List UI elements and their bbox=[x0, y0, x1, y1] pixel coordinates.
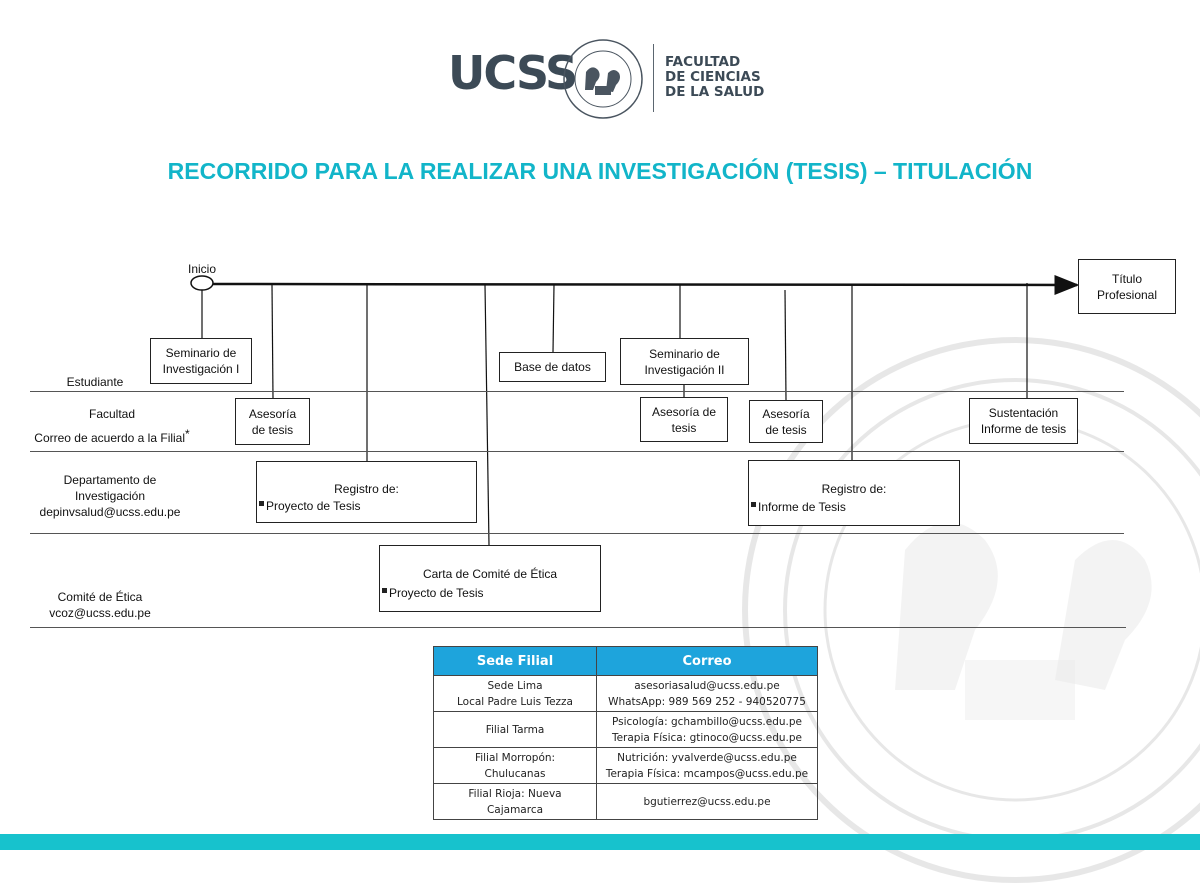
seminario-1-line-1: Seminario de bbox=[165, 346, 237, 360]
faculty-name: FACULTAD DE CIENCIAS DE LA SALUD bbox=[665, 55, 764, 100]
sede-line-2: Chulucanas bbox=[484, 767, 546, 780]
registro-informe-item: Informe de Tesis bbox=[751, 499, 846, 515]
seminario-2-line-1: Seminario de bbox=[649, 346, 720, 361]
sede-cell: Filial Morropón: Chulucanas bbox=[433, 747, 597, 784]
carta-comite-item: Proyecto de Tesis bbox=[382, 585, 484, 601]
base-datos-label: Base de datos bbox=[514, 360, 591, 374]
sede-cell: Filial Tarma bbox=[433, 711, 597, 748]
header-divider bbox=[653, 44, 654, 112]
table-row: Filial Morropón: Chulucanas Nutrición: yv… bbox=[433, 747, 818, 784]
table-header-row: Sede Filial Correo bbox=[433, 646, 818, 676]
lane-facultad-email-note: Correo de acuerdo a la Filial* bbox=[22, 426, 202, 446]
bullet-square bbox=[259, 501, 264, 506]
asesoria-1-line-2: de tesis bbox=[251, 422, 294, 437]
asesoria-1-box: Asesoría de tesis bbox=[235, 398, 310, 445]
sede-line-2: Local Padre Luis Tezza bbox=[457, 695, 573, 708]
correo-line-2: WhatsApp: 989 569 252 - 940520775 bbox=[608, 695, 806, 708]
titulo-profesional-box: Título Profesional bbox=[1078, 259, 1176, 314]
correo-line-1: bgutierrez@ucss.edu.pe bbox=[643, 795, 771, 808]
registro-proyecto-item: Proyecto de Tesis bbox=[259, 498, 361, 514]
asterisk-mark: * bbox=[185, 427, 190, 441]
sede-line-1: Filial Rioja: Nueva bbox=[468, 787, 562, 800]
lane-separator bbox=[30, 451, 1124, 452]
sede-line-2: Cajamarca bbox=[486, 803, 544, 816]
asesoria-2-box: Asesoría de tesis bbox=[640, 397, 728, 442]
correo-line-2: Terapia Física: gtinoco@ucss.edu.pe bbox=[611, 731, 803, 744]
column-header-correo: Correo bbox=[596, 646, 818, 676]
lane-depto-email: depinvsalud@ucss.edu.pe bbox=[39, 505, 181, 519]
registro-proyecto-title: Registro de: bbox=[334, 482, 399, 496]
lane-depto-line-1: Departamento de bbox=[63, 473, 157, 487]
asesoria-3-line-1: Asesoría bbox=[762, 406, 810, 421]
lane-facultad: Facultad Correo de acuerdo a la Filial* bbox=[22, 406, 202, 446]
faculty-line-2: DE CIENCIAS bbox=[665, 69, 761, 85]
seminario-2-line-2: Investigación II bbox=[644, 362, 725, 377]
carta-comite-title: Carta de Comité de Ética bbox=[422, 567, 558, 581]
correo-line-2: Terapia Física: mcampos@ucss.edu.pe bbox=[605, 767, 809, 780]
bullet-square bbox=[751, 502, 756, 507]
lane-comite-email: vcoz@ucss.edu.pe bbox=[49, 606, 151, 620]
page-title: RECORRIDO PARA LA REALIZAR UNA INVESTIGA… bbox=[167, 158, 1033, 184]
titulo-line-1: Título bbox=[1111, 271, 1142, 286]
sede-line-1: Filial Tarma bbox=[485, 723, 545, 736]
sustentacion-line-2: Informe de tesis bbox=[980, 422, 1067, 436]
correo-line-1: Nutrición: yvalverde@ucss.edu.pe bbox=[617, 751, 797, 764]
seminario-2-box: Seminario de Investigación II bbox=[620, 338, 749, 385]
bottom-accent-bar bbox=[0, 834, 1200, 850]
asesoria-3-line-2: de tesis bbox=[765, 422, 807, 437]
lane-facultad-note-text: Correo de acuerdo a la Filial bbox=[34, 431, 186, 445]
lane-estudiante: Estudiante bbox=[66, 375, 124, 389]
lane-comite: Comité de Ética vcoz@ucss.edu.pe bbox=[40, 589, 160, 621]
bullet-square bbox=[382, 588, 387, 593]
start-label: Inicio bbox=[188, 262, 217, 276]
lane-comite-title: Comité de Ética bbox=[57, 590, 143, 604]
seminario-1-line-2: Investigación I bbox=[162, 362, 240, 376]
lane-departamento: Departamento de Investigación depinvsalu… bbox=[30, 472, 190, 520]
base-datos-box: Base de datos bbox=[499, 352, 606, 382]
registro-informe-item-text: Informe de Tesis bbox=[758, 500, 846, 514]
asesoria-1-line-1: Asesoría bbox=[248, 406, 297, 421]
registro-informe-box: Registro de: Informe de Tesis bbox=[748, 460, 960, 526]
seminario-1-box: Seminario de Investigación I bbox=[150, 338, 252, 384]
timeline-arrow bbox=[212, 274, 1080, 295]
registro-proyecto-box: Registro de: Proyecto de Tesis bbox=[256, 461, 477, 523]
asesoria-3-box: Asesoría de tesis bbox=[749, 400, 823, 443]
sede-line-1: Sede Lima bbox=[487, 679, 543, 692]
lane-separator bbox=[30, 391, 1124, 392]
faculty-line-1: FACULTAD bbox=[665, 54, 741, 70]
registro-proyecto-item-text: Proyecto de Tesis bbox=[266, 499, 361, 513]
correo-line-1: Psicología: gchambillo@ucss.edu.pe bbox=[611, 715, 802, 728]
carta-comite-box: Carta de Comité de Ética Proyecto de Tes… bbox=[379, 545, 601, 612]
asesoria-2-line-1: Asesoría de bbox=[651, 404, 717, 419]
asesoria-2-line-2: tesis bbox=[671, 420, 697, 435]
lane-separator bbox=[30, 533, 1124, 534]
correo-line-1: asesoriasalud@ucss.edu.pe bbox=[634, 679, 780, 692]
faculty-line-3: DE LA SALUD bbox=[665, 84, 765, 100]
table-row: Filial Tarma Psicología: gchambillo@ucss… bbox=[433, 711, 818, 748]
titulo-line-2: Profesional bbox=[1096, 287, 1158, 302]
lane-facultad-title: Facultad bbox=[88, 407, 136, 421]
registro-informe-title: Registro de: bbox=[821, 482, 887, 496]
flow-connectors bbox=[190, 274, 1080, 546]
ucss-logo-text: UCSS bbox=[448, 46, 578, 100]
correo-cell: bgutierrez@ucss.edu.pe bbox=[596, 783, 818, 820]
sustentacion-box: Sustentación Informe de tesis bbox=[969, 398, 1078, 444]
column-header-sede: Sede Filial bbox=[433, 646, 597, 676]
university-seal-logo bbox=[563, 39, 643, 119]
sede-line-1: Filial Morropón: bbox=[474, 751, 556, 764]
lane-depto-line-2: Investigación bbox=[74, 489, 146, 503]
lane-separator bbox=[30, 627, 1126, 628]
start-node bbox=[190, 275, 214, 291]
carta-comite-item-text: Proyecto de Tesis bbox=[389, 586, 484, 600]
sustentacion-line-1: Sustentación bbox=[988, 406, 1059, 420]
